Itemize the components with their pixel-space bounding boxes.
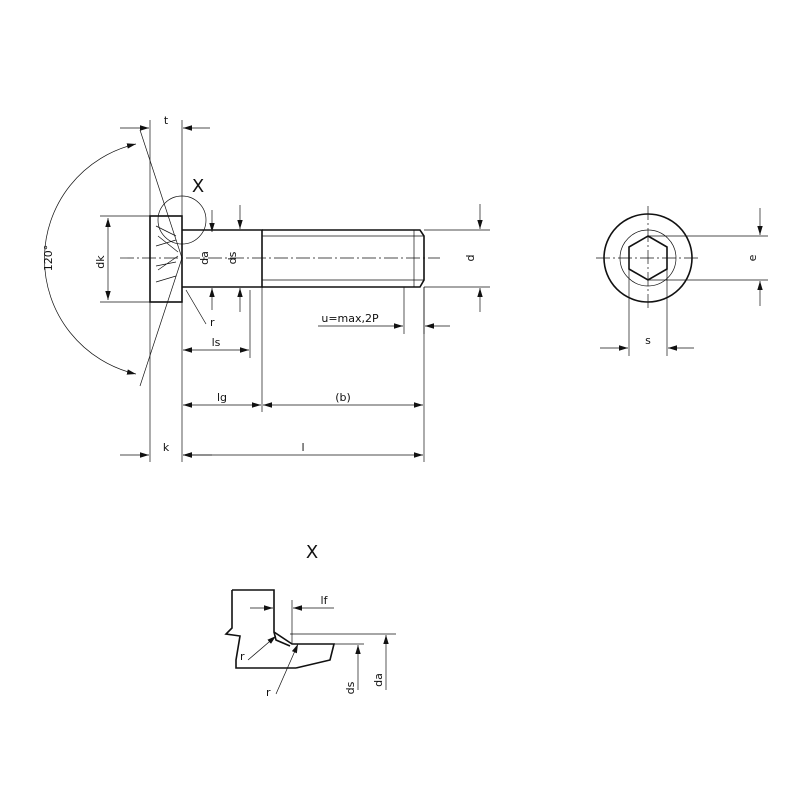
t-label: t xyxy=(164,114,169,127)
lg-label: lg xyxy=(217,391,227,404)
angle-label: 120° xyxy=(42,245,55,272)
detail-da-label: da xyxy=(372,673,385,687)
e-label: e xyxy=(746,254,759,261)
d-label: d xyxy=(464,255,477,262)
thread-outline xyxy=(262,229,425,288)
dk-label: dk xyxy=(94,255,107,269)
detail-ds-label: ds xyxy=(344,681,357,694)
angle-arc xyxy=(44,143,137,375)
head-socket-lines xyxy=(155,225,179,283)
ds-label: ds xyxy=(226,251,239,264)
detail-r1-label: r xyxy=(240,650,245,663)
r-label: r xyxy=(210,316,215,329)
u-label: u=max,2P xyxy=(321,312,379,325)
screw-head xyxy=(149,215,183,303)
side-view: dk da ds d t 120° X r xyxy=(42,114,490,462)
end-view: e s xyxy=(596,206,768,356)
detail-circle xyxy=(157,195,207,245)
thread-root-lines xyxy=(262,235,424,281)
detail-x-label: X xyxy=(192,176,204,197)
ls-label: ls xyxy=(212,336,221,349)
lf-label: lf xyxy=(321,594,329,607)
detail-title: X xyxy=(306,542,318,563)
screw-shank xyxy=(182,229,263,288)
da-label: da xyxy=(198,251,211,265)
s-label: s xyxy=(645,334,651,347)
detail-view: X lf ds da r r xyxy=(224,542,396,699)
l-label: l xyxy=(301,441,304,454)
k-label: k xyxy=(163,441,170,454)
detail-r2-label: r xyxy=(266,686,271,699)
detail-fillet xyxy=(273,631,291,647)
b-label: (b) xyxy=(335,391,351,404)
